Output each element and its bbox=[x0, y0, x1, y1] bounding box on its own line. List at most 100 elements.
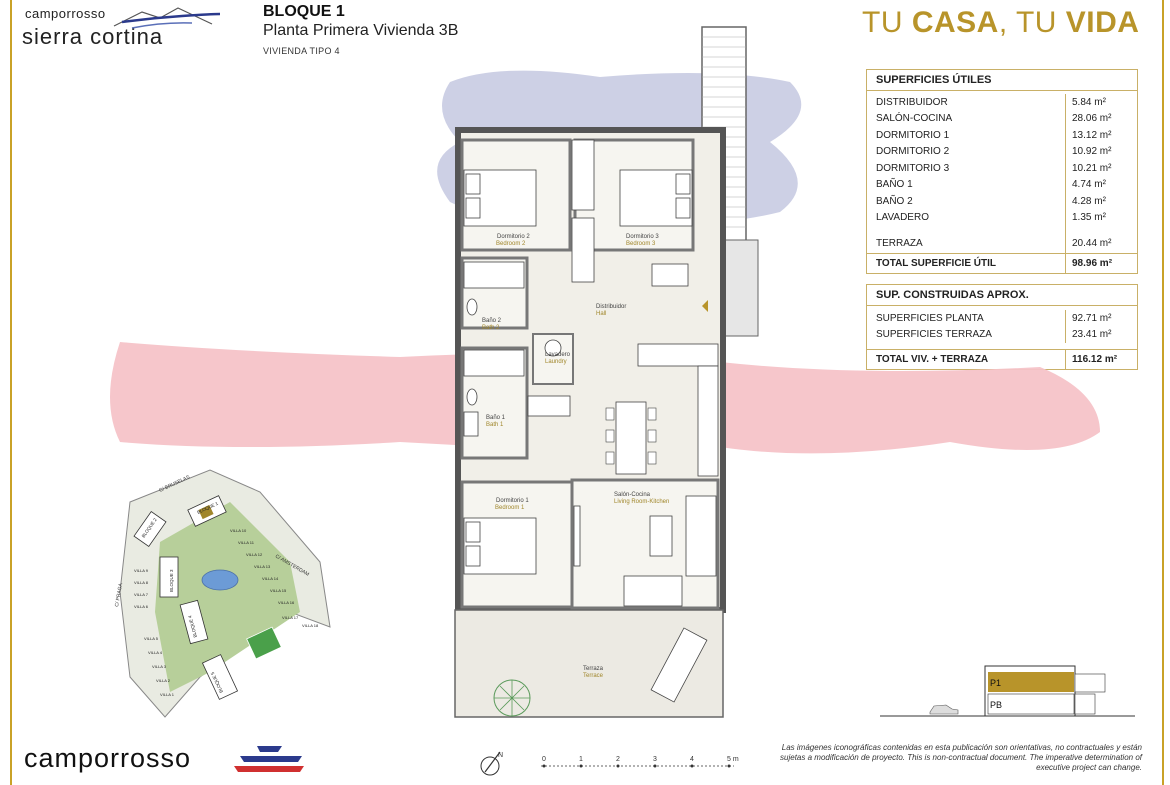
row-value: 5.84 m² bbox=[1072, 96, 1106, 108]
wardrobe bbox=[651, 263, 689, 287]
room-label: Lavadero bbox=[545, 352, 571, 358]
highlighted-unit bbox=[198, 504, 214, 520]
row-value: 10.92 m² bbox=[1072, 146, 1112, 158]
wardrobe bbox=[571, 139, 595, 211]
svg-text:VILLA 10: VILLA 10 bbox=[230, 528, 247, 533]
plant bbox=[494, 680, 530, 716]
chair bbox=[605, 451, 615, 465]
svg-text:VILLA 3: VILLA 3 bbox=[152, 664, 167, 669]
row-label: DORMITORIO 2 bbox=[867, 143, 1066, 160]
row-value: 1.35 m² bbox=[1072, 212, 1106, 224]
room-label: Dormitorio 1 bbox=[496, 498, 529, 504]
svg-text:VILLA 9: VILLA 9 bbox=[134, 568, 149, 573]
room-label: Distribuidor bbox=[596, 304, 626, 310]
plan-header: BLOQUE 1 Planta Primera Vivienda 3B VIVI… bbox=[263, 3, 458, 56]
tennis-court bbox=[246, 626, 282, 660]
slogan-part-1: TU bbox=[862, 6, 912, 39]
row-label: TOTAL VIV. + TERRAZA bbox=[867, 350, 1066, 369]
row-value: 92.71 m² bbox=[1072, 312, 1112, 324]
sunlounger bbox=[650, 627, 708, 703]
building-section: P1 PB bbox=[880, 665, 1135, 717]
site-green bbox=[155, 502, 300, 692]
table-row: DISTRIBUIDOR 5.84 m² bbox=[867, 94, 1137, 111]
row-label: SUPERFICIES TERRAZA bbox=[867, 326, 1066, 343]
useful-areas-title: SUPERFICIES ÚTILES bbox=[867, 70, 1137, 91]
wardrobe bbox=[527, 395, 571, 417]
room-label: Baño 1 bbox=[486, 415, 506, 421]
bed-dorm2 bbox=[463, 169, 537, 227]
room-label-en: Bedroom 1 bbox=[495, 505, 525, 511]
chair bbox=[605, 407, 615, 421]
kitchen-counter bbox=[697, 365, 719, 477]
row-value: 20.44 m² bbox=[1072, 237, 1112, 249]
svg-text:VILLA 17: VILLA 17 bbox=[282, 615, 299, 620]
coffee-table bbox=[649, 515, 673, 557]
svg-text:VILLA 15: VILLA 15 bbox=[270, 588, 287, 593]
svg-text:VILLA 5: VILLA 5 bbox=[144, 636, 159, 641]
room-label-en: Bedroom 2 bbox=[496, 241, 526, 247]
row-label: DISTRIBUIDOR bbox=[867, 94, 1066, 111]
row-label: LAVADERO bbox=[867, 209, 1066, 226]
section-label-lower: PB bbox=[990, 700, 1002, 710]
row-value: 4.28 m² bbox=[1072, 195, 1106, 207]
scale-tick: 2 bbox=[616, 756, 620, 763]
row-label: BAÑO 2 bbox=[867, 193, 1066, 210]
wardrobe bbox=[571, 217, 595, 283]
row-label: DORMITORIO 3 bbox=[867, 160, 1066, 177]
table-row: BAÑO 2 4.28 m² bbox=[867, 193, 1137, 210]
block-title: BLOQUE 1 bbox=[263, 3, 345, 20]
room-label: Salón-Cocina bbox=[614, 492, 651, 498]
row-value: 116.12 m² bbox=[1072, 354, 1118, 365]
unit-type: VIVIENDA TIPO 4 bbox=[263, 46, 340, 56]
unit-title: Planta Primera Vivienda 3B bbox=[263, 22, 459, 39]
table-row: DORMITORIO 2 10.92 m² bbox=[867, 143, 1137, 160]
brand-logo-top-line: camporrosso bbox=[25, 6, 106, 21]
table-spacer bbox=[867, 226, 1137, 233]
slogan-part-3: , TU bbox=[998, 6, 1066, 39]
row-label: BAÑO 1 bbox=[867, 176, 1066, 193]
room-label: Dormitorio 2 bbox=[497, 234, 530, 240]
row-value: 23.41 m² bbox=[1072, 329, 1112, 341]
table-row: LAVADERO 1.35 m² bbox=[867, 209, 1137, 226]
row-value: 10.21 m² bbox=[1072, 162, 1112, 174]
bed-dorm3 bbox=[619, 169, 693, 227]
room-label: Baño 2 bbox=[482, 318, 502, 324]
page-border-right bbox=[1162, 0, 1164, 785]
table-row: DORMITORIO 3 10.21 m² bbox=[867, 160, 1137, 177]
sofa bbox=[623, 575, 683, 607]
row-label: TERRAZA bbox=[867, 233, 1066, 253]
scale-tick: 5 m bbox=[727, 756, 739, 763]
toilet bbox=[466, 298, 478, 316]
svg-text:VILLA 18: VILLA 18 bbox=[302, 623, 319, 628]
block-label: BLOQUE 4 bbox=[187, 615, 198, 639]
svg-text:VILLA 7: VILLA 7 bbox=[134, 592, 149, 597]
table-row: BAÑO 1 4.74 m² bbox=[867, 176, 1137, 193]
row-label: DORMITORIO 1 bbox=[867, 127, 1066, 144]
room-label-en: Bedroom 3 bbox=[626, 241, 656, 247]
built-areas-title: SUP. CONSTRUIDAS APROX. bbox=[867, 285, 1137, 306]
page-border-left bbox=[10, 0, 12, 785]
room-label-en: Laundry bbox=[545, 359, 567, 365]
room-label-en: Living Room-Kitchen bbox=[614, 499, 669, 505]
slogan-part-4: VIDA bbox=[1065, 6, 1140, 39]
svg-text:VILLA 13: VILLA 13 bbox=[254, 564, 271, 569]
scale-tick: 4 bbox=[690, 756, 694, 763]
row-value: 4.74 m² bbox=[1072, 179, 1106, 191]
slogan-part-2: CASA bbox=[911, 6, 999, 39]
car-icon bbox=[929, 704, 959, 715]
room-label-en: Bath 2 bbox=[482, 325, 500, 331]
room-label: Dormitorio 3 bbox=[626, 234, 659, 240]
compass-icon: N bbox=[480, 751, 503, 776]
floor-plan: Dormitorio 2 Bedroom 2 Dormitorio 3 Bedr… bbox=[110, 26, 1100, 718]
table-row-total: TOTAL VIV. + TERRAZA 116.12 m² bbox=[867, 349, 1137, 369]
sink bbox=[463, 411, 479, 437]
chair bbox=[605, 429, 615, 443]
section-floor-p1 bbox=[988, 672, 1074, 692]
landing-arrow-icon bbox=[702, 300, 708, 312]
built-areas-table: SUP. CONSTRUIDAS APROX. SUPERFICIES PLAN… bbox=[866, 284, 1138, 370]
compass-label: N bbox=[498, 752, 503, 759]
dining-table bbox=[615, 401, 647, 475]
